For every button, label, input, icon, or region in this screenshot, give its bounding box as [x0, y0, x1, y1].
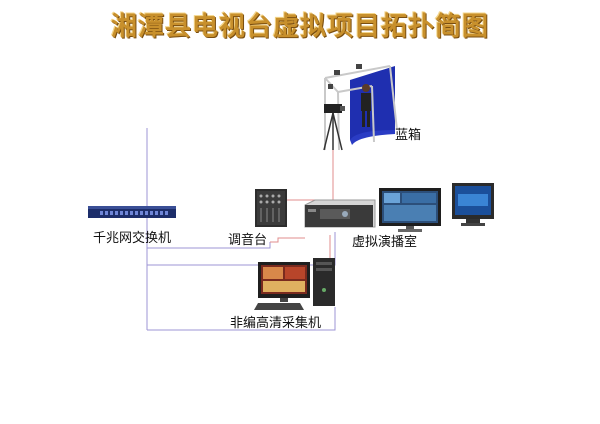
- capture-network-link: [147, 307, 336, 331]
- blue-box-studio: [323, 64, 398, 151]
- camera-icon: [323, 104, 345, 151]
- virtual-studio-server-icon: [304, 199, 376, 228]
- audio-mixer-icon: [255, 189, 287, 227]
- diagram-title: 湘潭县电视台虚拟项目拓扑简图: [110, 12, 489, 42]
- program-monitor-icon: [452, 183, 494, 226]
- audio-mixer-label: 调音台: [228, 233, 268, 248]
- presenter-figure: [361, 84, 371, 127]
- studio-monitor-icon: [379, 188, 441, 232]
- capture-workstation-icon: [254, 258, 335, 310]
- mixer-network-link: [147, 242, 271, 249]
- hd-capture-label: 非编高清采集机: [230, 316, 322, 331]
- mixer-server-audio-line: [270, 237, 305, 243]
- blue-box-label: 蓝箱: [395, 128, 422, 143]
- network-switch-icon: [88, 206, 176, 218]
- virtual-studio-label: 虚拟演播室: [352, 235, 418, 250]
- network-switch-label: 千兆网交换机: [93, 231, 172, 246]
